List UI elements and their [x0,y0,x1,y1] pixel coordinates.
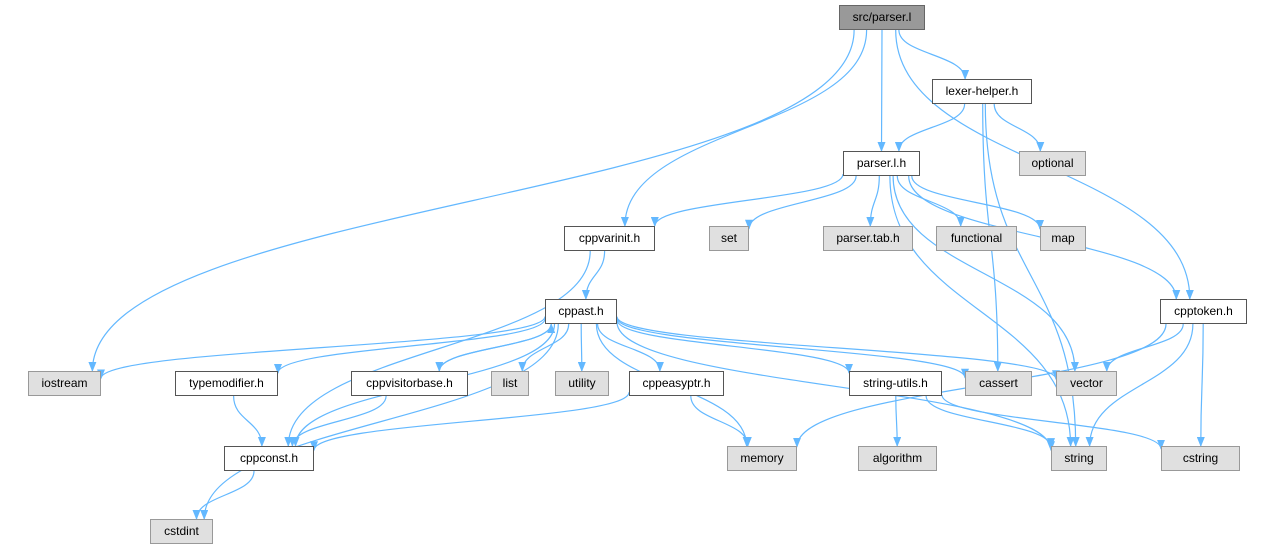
edge-cpptoken-h-to-cstring [1196,323,1205,447]
node-cassert[interactable]: cassert [965,371,1032,396]
edge-src-parser-l-to-cppvarinit-h [620,29,868,227]
edge-src-parser-l-to-parser-l-h [877,29,886,152]
edge-cppvisitorbase-h-to-cppast-h [438,323,556,372]
node-parser-tab-h[interactable]: parser.tab.h [823,226,913,251]
edge-cppast-h-to-vector [616,316,1060,381]
node-cppvarinit-h[interactable]: cppvarinit.h [564,226,655,251]
edge-cppeasyptr-h-to-cppconst-h [310,391,630,452]
node-utility[interactable]: utility [555,371,609,396]
node-optional[interactable]: optional [1019,151,1086,176]
node-parser-l-h[interactable]: parser.l.h [843,151,920,176]
edge-cppast-h-to-list [518,323,570,372]
edge-cppast-h-to-iostream [97,316,546,380]
edge-parser-l-h-to-set [745,175,857,230]
edge-parser-l-h-to-cppvarinit-h [650,173,844,227]
node-cppvisitorbase-h[interactable]: cppvisitorbase.h [351,371,468,396]
node-string-utils-h[interactable]: string-utils.h [849,371,942,396]
edge-parser-l-h-to-map [911,175,1044,230]
edge-cppast-h-to-utility [577,323,586,372]
edge-cppvarinit-h-to-cppast-h [581,250,606,300]
edge-cppconst-h-to-cstdint [192,470,255,520]
node-cstdint[interactable]: cstdint [150,519,213,544]
edge-cpptoken-h-to-string [1085,323,1194,447]
node-cpptoken-h[interactable]: cpptoken.h [1160,299,1247,324]
node-typemodifier-h[interactable]: typemodifier.h [175,371,278,396]
node-lexer-helper-h[interactable]: lexer-helper.h [932,79,1032,104]
node-functional[interactable]: functional [936,226,1017,251]
edge-cppast-h-to-string-utils-h [616,319,853,374]
node-algorithm[interactable]: algorithm [858,446,937,471]
edge-cppvisitorbase-h-to-cppconst-h [288,395,387,447]
edge-src-parser-l-to-iostream [88,29,855,372]
edge-cppast-h-to-cppeasyptr-h [597,323,664,372]
edge-parser-l-h-to-string [889,175,1075,447]
edge-cppast-h-to-typemodifier-h [274,318,546,374]
edge-cppast-h-to-cstdint [200,323,559,520]
edge-cppvarinit-h-to-cppconst-h [284,250,591,447]
node-cppast-h[interactable]: cppast.h [545,299,617,324]
node-cppeasyptr-h[interactable]: cppeasyptr.h [629,371,724,396]
node-string[interactable]: string [1051,446,1107,471]
edge-cppeasyptr-h-to-memory [690,395,752,447]
node-map[interactable]: map [1040,226,1086,251]
edge-string-utils-h-to-algorithm [893,395,902,447]
edge-lexer-helper-h-to-parser-l-h [894,103,966,152]
edge-parser-l-h-to-parser-tab-h [866,175,880,227]
edge-string-utils-h-to-string [925,395,1055,449]
edge-string-utils-h-to-cstring [941,394,1165,450]
node-set[interactable]: set [709,226,749,251]
edge-cppast-h-to-cassert [616,317,969,379]
node-iostream[interactable]: iostream [28,371,101,396]
edge-lexer-helper-h-to-optional [993,103,1045,152]
node-vector[interactable]: vector [1056,371,1117,396]
edge-parser-l-h-to-functional [896,175,965,227]
edge-typemodifier-h-to-cppconst-h [233,395,266,447]
edge-parser-l-h-to-vector [892,175,1079,372]
node-list[interactable]: list [491,371,529,396]
node-src-parser-l[interactable]: src/parser.l [839,5,925,30]
node-cppconst-h[interactable]: cppconst.h [224,446,314,471]
node-memory[interactable]: memory [727,446,797,471]
edge-cppast-h-to-string [616,322,1055,452]
edge-src-parser-l-to-lexer-helper-h [898,29,970,80]
node-cstring[interactable]: cstring [1161,446,1240,471]
